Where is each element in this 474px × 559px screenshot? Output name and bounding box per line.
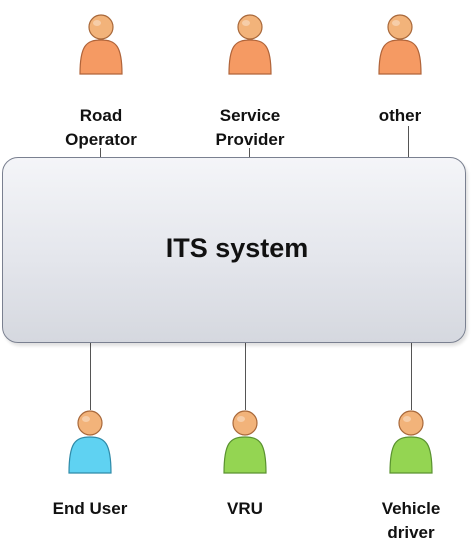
person-icon <box>68 410 112 474</box>
actor-label: other <box>378 106 422 125</box>
connector-end-user <box>90 342 91 410</box>
connector-other <box>408 126 409 158</box>
actor-label: Service Provider <box>215 106 285 149</box>
connector-vehicle-driver <box>411 342 412 410</box>
person-icon <box>389 410 433 474</box>
actor-label: End User <box>52 499 128 518</box>
actor-other: other <box>320 10 474 128</box>
actor-road-operator: Road Operator <box>21 10 181 152</box>
its-system-title: ITS system <box>165 233 309 263</box>
connector-vru <box>245 342 246 410</box>
actor-label: VRU <box>227 499 263 518</box>
actor-label: Vehicle driver <box>381 499 441 542</box>
person-icon <box>228 14 272 75</box>
actor-end-user: End User <box>10 405 170 521</box>
person-icon <box>378 14 422 75</box>
actor-vru: VRU <box>165 405 325 521</box>
actor-service-provider: Service Provider <box>170 10 330 152</box>
its-system-box <box>2 157 466 343</box>
actor-vehicle-driver: Vehicle driver <box>331 405 474 545</box>
person-icon <box>79 14 123 75</box>
connector-road-operator <box>100 148 101 158</box>
connector-service-provider <box>249 148 250 158</box>
actor-label: Road Operator <box>65 106 137 149</box>
person-icon <box>223 410 267 474</box>
